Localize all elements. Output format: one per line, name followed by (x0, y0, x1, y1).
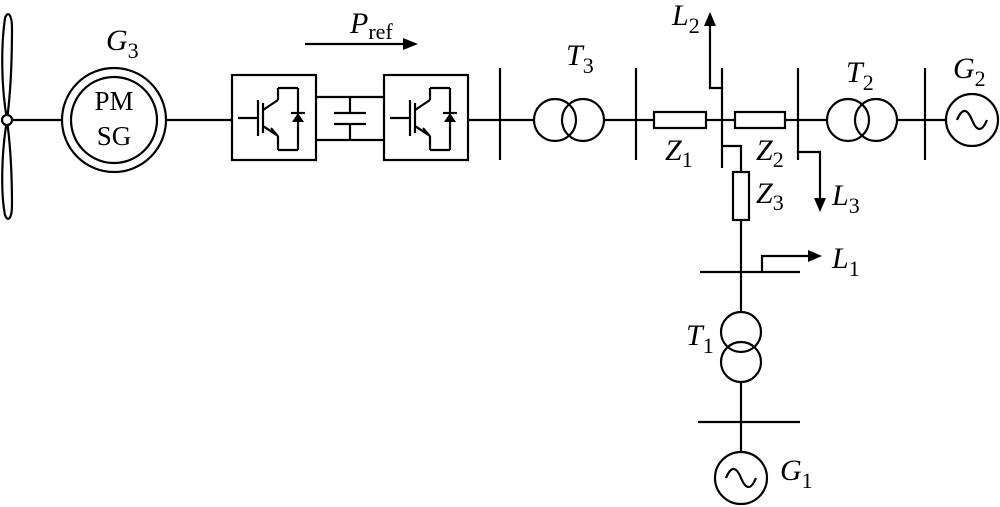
impedance-z2 (733, 110, 787, 130)
transformer-t2 (825, 97, 899, 143)
turbine-hub (0, 113, 14, 127)
transformer-t1 (719, 310, 763, 384)
label-g3: G3 (106, 24, 139, 63)
label-pref: Pref (349, 7, 393, 44)
label-t3: T3 (566, 39, 594, 78)
pmsg-outer-ring (60, 66, 168, 174)
label-t2: T2 (846, 56, 874, 95)
generator-g2 (944, 92, 1000, 148)
label-l1: L1 (831, 242, 860, 281)
turbine-blade-upper (1, 13, 14, 121)
label-t1: T1 (686, 319, 714, 358)
turbine-blade-lower (1, 119, 14, 220)
label-z1: Z1 (665, 134, 693, 172)
load-l1-arrow (760, 250, 822, 272)
generator-g1 (713, 450, 769, 506)
impedance-z1 (652, 110, 708, 130)
transformer-t3 (532, 97, 606, 143)
pmsg-label-line1: PM (94, 86, 133, 116)
impedance-z3 (731, 170, 751, 222)
rectifier-converter (230, 73, 318, 162)
label-z3: Z3 (756, 177, 784, 215)
wind-turbine (0, 13, 14, 220)
pmsg-label-line2: SG (97, 121, 132, 151)
pmsg-generator: PM SG (60, 66, 168, 174)
dc-link-capacitor (316, 95, 384, 142)
pmsg-inner-ring (69, 75, 159, 165)
label-g1: G1 (780, 454, 813, 493)
pref-arrow (305, 38, 418, 50)
load-l3-arrow (798, 150, 826, 212)
load-l2-arrow (704, 12, 722, 90)
inverter-converter (382, 73, 470, 162)
label-l2: L2 (671, 0, 700, 38)
label-z2: Z2 (756, 134, 784, 172)
label-l3: L3 (831, 179, 860, 218)
label-g2: G2 (953, 52, 986, 91)
